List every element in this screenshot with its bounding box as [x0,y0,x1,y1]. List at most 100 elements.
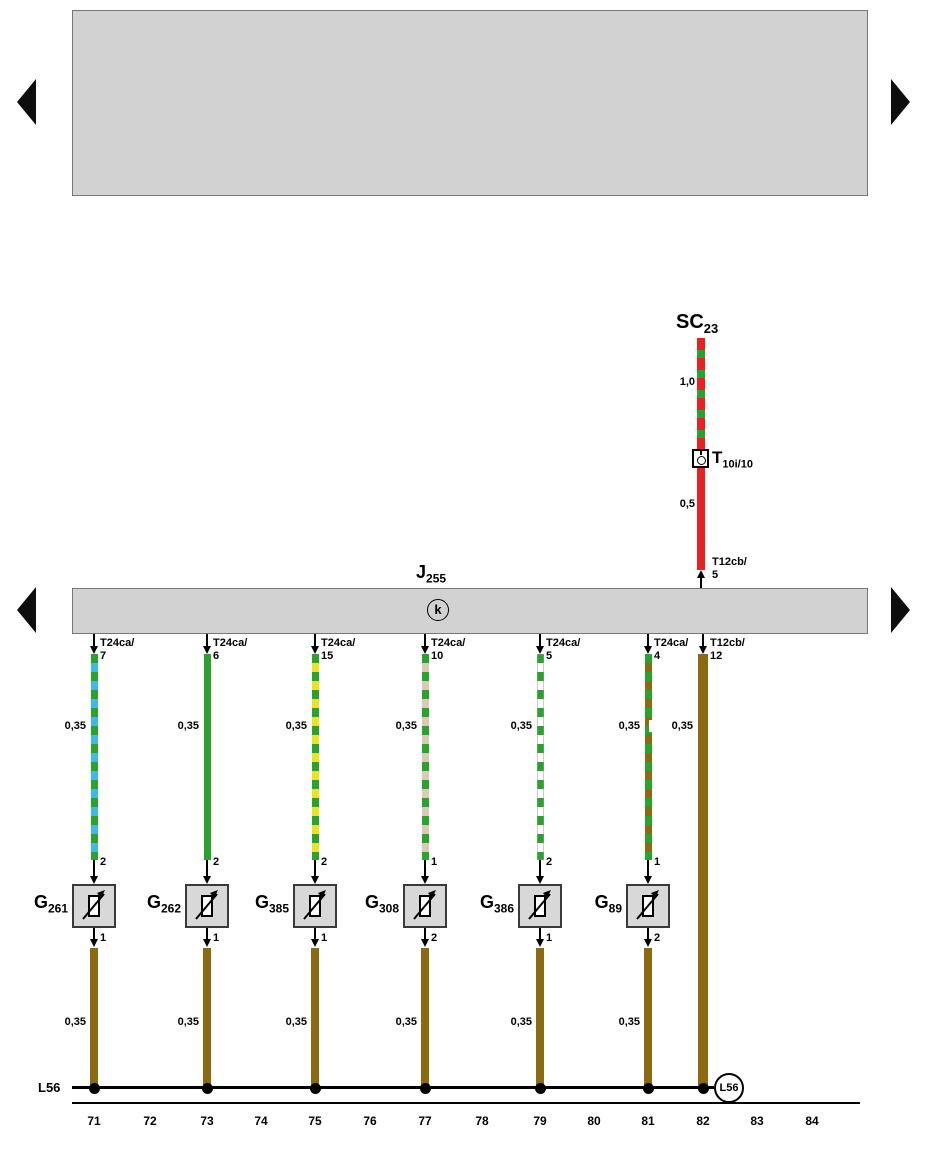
wire-brown [536,948,544,1088]
arrow-down-icon [311,876,319,884]
wire-red-green [697,338,705,450]
component-label: G261 [8,892,68,916]
wire-size-label: 0,35 [373,1016,417,1028]
sensor-box-g385 [293,884,337,928]
track-number: 82 [696,1114,710,1128]
variable-resistor-icon [636,890,659,920]
j255-number: 255 [426,571,447,586]
arrow-down-icon [203,646,211,654]
pin-number: 2 [431,932,438,944]
wire-green-beige [421,654,429,860]
connector-pin: 5 [546,650,553,662]
ground-label-left: L56 [38,1080,61,1095]
pin-number: 1 [546,932,553,944]
arrow-down-icon [536,939,544,947]
circle-glyph [696,455,706,465]
component-number: 308 [378,901,399,916]
wire-stub [314,860,316,877]
wire-green [203,654,211,860]
wire-stub [314,634,316,647]
pin-number: 2 [213,856,220,868]
wire-stub [539,860,541,877]
wire-stub [314,928,316,940]
pin-number: 1 [213,932,220,944]
arrow-down-icon [203,876,211,884]
connector-pin-label: T24ca/ 15 [321,637,355,663]
arrow-down-icon [203,939,211,947]
wire-size-label: 0,35 [42,1016,86,1028]
ground-symbol-text: L56 [719,1082,739,1094]
wire-size-label: 0,5 [651,498,695,510]
continuation-arrow-right-bottom [891,587,910,633]
pin-number: 1 [431,856,438,868]
wire-size-label: 0,35 [488,720,532,732]
track-number: 75 [308,1114,322,1128]
j255-letter: J [416,562,427,582]
connector-pin: 12 [710,650,723,662]
connector-pin-label: T24ca/ 6 [213,637,247,663]
wire-stub [539,634,541,647]
continuation-arrow-left-top [17,79,36,125]
wire-size-label: 0,35 [155,720,199,732]
wire-stub [539,928,541,940]
connector-pin: 4 [654,650,661,662]
connector-name: T12cb/ [712,556,747,568]
component-number: 262 [160,901,181,916]
wire-size-label: 0,35 [649,720,693,732]
arrow-down-icon [421,646,429,654]
connector-name: T24ca/ [100,637,135,649]
pin-number: 2 [546,856,553,868]
ground-symbol-l56: L56 [714,1073,744,1103]
wire-stub [424,634,426,647]
wire-green-brown [644,654,652,860]
track-number: 80 [587,1114,601,1128]
connector-pin: 15 [321,650,334,662]
j255-label: J255 [416,562,446,586]
component-label: G262 [121,892,181,916]
connector-name: T24ca/ [546,637,581,649]
pin-number: 1 [654,856,661,868]
wire-size-label: 0,35 [488,1016,532,1028]
arrow-down-icon [536,646,544,654]
connector-pin-label: T24ca/ 10 [431,637,465,663]
connector-pin-label: T24ca/ 4 [654,637,688,663]
track-number: 79 [533,1114,547,1128]
wire-brown [203,948,211,1088]
arrow-down-icon [90,646,98,654]
arrow-down-icon [311,646,319,654]
track-number: 81 [641,1114,655,1128]
wire-size-label: 1,0 [651,376,695,388]
connector-pin: 6 [213,650,220,662]
track-number: 74 [254,1114,268,1128]
wire-brown [421,948,429,1088]
component-letter: G [594,892,609,912]
wire-size-label: 0,35 [263,1016,307,1028]
sc23-number: 23 [703,321,719,336]
track-number: 73 [200,1114,214,1128]
top-component-panel [72,10,868,196]
wire-stub [93,928,95,940]
component-letter: G [479,892,494,912]
variable-resistor-icon [303,890,326,920]
ground-rail-l56 [72,1086,714,1089]
wire-stub [93,860,95,877]
track-number: 76 [363,1114,377,1128]
wire-brown [311,948,319,1088]
k-symbol: k [427,599,449,621]
connector-name: T24ca/ [213,637,248,649]
wire-green-white [536,654,544,860]
wire-brown [644,948,652,1088]
pin-number: 2 [100,856,107,868]
wire-red [697,468,705,570]
arrow-down-icon [421,939,429,947]
pin-number: 1 [321,932,328,944]
wire-stub [206,928,208,940]
connector-name: T24ca/ [654,637,689,649]
wire-stub [647,928,649,940]
connector-pin-label: T24ca/ 5 [546,637,580,663]
sensor-box-g261 [72,884,116,928]
wire-stub [702,634,704,647]
arrow-down-icon [644,646,652,654]
sensor-box-g386 [518,884,562,928]
